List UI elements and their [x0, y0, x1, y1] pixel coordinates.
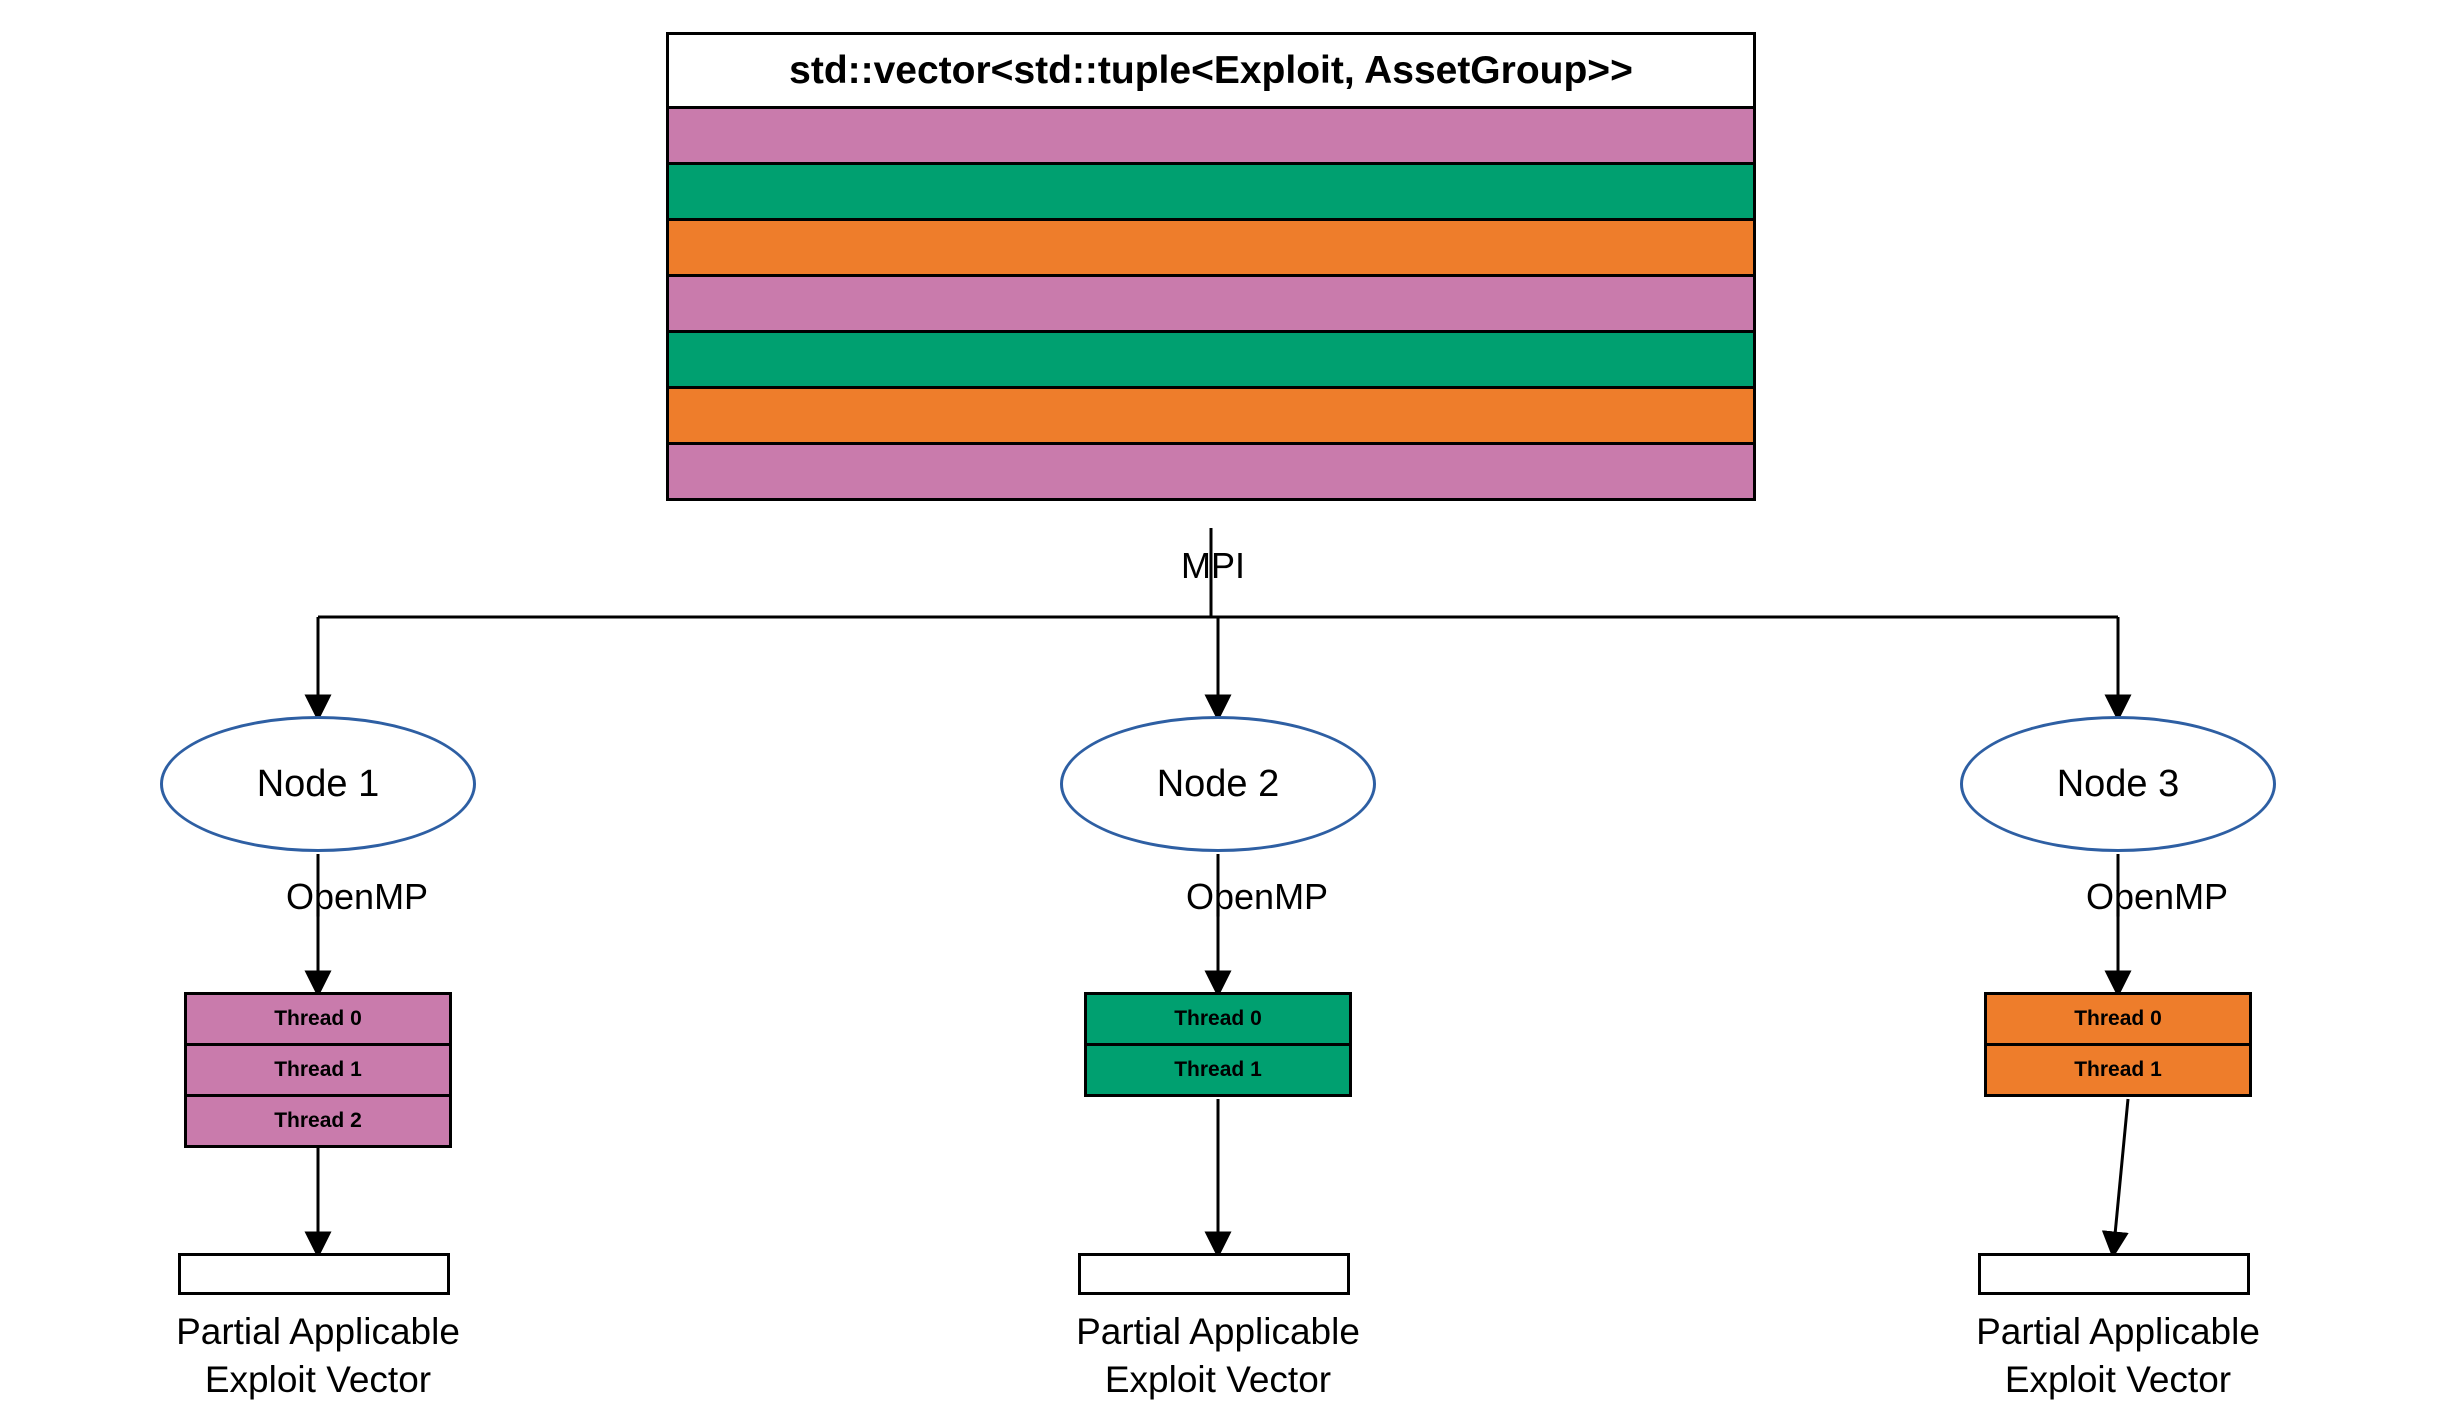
thread-stack-2: Thread 0 Thread 1	[1084, 992, 1352, 1097]
vector-row	[669, 333, 1753, 389]
partial-output-caption-1: Partial Applicable Exploit Vector	[78, 1308, 558, 1404]
thread-row[interactable]: Thread 1	[1087, 1046, 1349, 1094]
node-ellipse-1[interactable]: Node 1	[160, 716, 476, 852]
vector-row	[669, 445, 1753, 498]
node-label: Node 3	[2056, 762, 2180, 805]
vector-row-list	[669, 106, 1753, 498]
partial-output-caption-2: Partial Applicable Exploit Vector	[978, 1308, 1458, 1404]
thread-row[interactable]: Thread 0	[1087, 995, 1349, 1046]
partial-output-box-1	[178, 1253, 450, 1295]
thread-row[interactable]: Thread 1	[1987, 1046, 2249, 1094]
thread-row[interactable]: Thread 0	[187, 995, 449, 1046]
caption-line-1: Partial Applicable	[1076, 1311, 1360, 1352]
vector-row	[669, 165, 1753, 221]
caption-line-2: Exploit Vector	[204, 1359, 432, 1400]
vector-row	[669, 277, 1753, 333]
thread-row[interactable]: Thread 2	[187, 1097, 449, 1145]
openmp-label-3: OpenMP	[2086, 876, 2229, 917]
openmp-label-1: OpenMP	[286, 876, 429, 917]
thread-stack-1: Thread 0 Thread 1 Thread 2	[184, 992, 452, 1148]
caption-line-2: Exploit Vector	[1104, 1359, 1332, 1400]
node-ellipse-3[interactable]: Node 3	[1960, 716, 2276, 852]
caption-line-1: Partial Applicable	[1976, 1311, 2260, 1352]
partial-output-box-3	[1978, 1253, 2250, 1295]
global-exploit-vector-box: std::vector<std::tuple<Exploit, AssetGro…	[666, 32, 1756, 501]
thread-row[interactable]: Thread 1	[187, 1046, 449, 1097]
vector-row	[669, 221, 1753, 277]
vector-row	[669, 109, 1753, 165]
node-ellipse-2[interactable]: Node 2	[1060, 716, 1376, 852]
node-label: Node 1	[256, 762, 380, 805]
partial-output-box-2	[1078, 1253, 1350, 1295]
vector-row	[669, 389, 1753, 445]
node-label: Node 2	[1156, 762, 1280, 805]
vector-type-title: std::vector<std::tuple<Exploit, AssetGro…	[669, 35, 1753, 106]
mpi-label: MPI	[1180, 545, 1245, 586]
partial-output-caption-3: Partial Applicable Exploit Vector	[1878, 1308, 2358, 1404]
caption-line-2: Exploit Vector	[2004, 1359, 2232, 1400]
thread-row[interactable]: Thread 0	[1987, 995, 2249, 1046]
thread-stack-3: Thread 0 Thread 1	[1984, 992, 2252, 1097]
caption-line-1: Partial Applicable	[176, 1311, 460, 1352]
openmp-label-2: OpenMP	[1186, 876, 1329, 917]
